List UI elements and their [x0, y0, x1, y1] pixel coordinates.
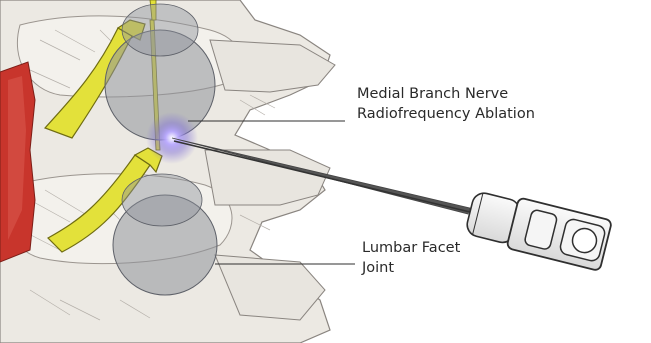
rfa-label-line1: Medial Branch Nerve	[357, 84, 535, 104]
artery	[0, 62, 35, 262]
rfa-label-line2: Radiofrequency Ablation	[357, 104, 535, 124]
facet-label-line2: Joint	[362, 258, 460, 278]
facet-joint-label: Lumbar Facet Joint	[362, 238, 460, 278]
rfa-label: Medial Branch Nerve Radiofrequency Ablat…	[357, 84, 535, 124]
facet-label-line1: Lumbar Facet	[362, 238, 460, 258]
